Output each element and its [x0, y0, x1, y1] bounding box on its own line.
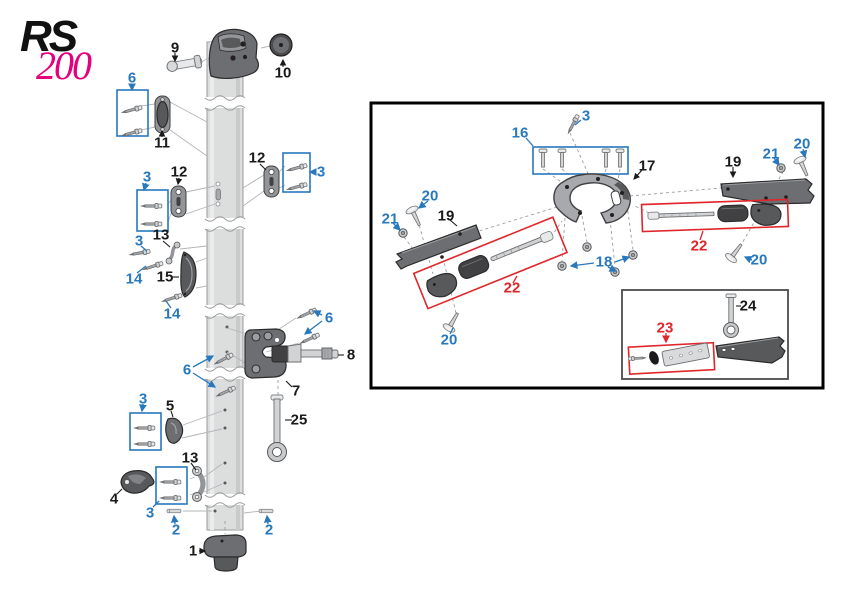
shroud-plate-detail-box: [621, 289, 789, 380]
masthead-sheave-cap: [269, 33, 293, 57]
callout-18: 18: [595, 253, 613, 271]
callout-10: 10: [274, 64, 292, 82]
shroud-eyelet-right: [263, 165, 280, 198]
nut-18-b: [582, 242, 592, 252]
shroud-eyelet-left: [170, 185, 187, 218]
spreader-plate-left: [395, 224, 482, 270]
callout-25: 25: [290, 411, 308, 429]
callout-8: 8: [346, 346, 356, 364]
screw-box-3-mid: [129, 412, 162, 451]
saddle-13: [192, 466, 206, 502]
screw-box-3-right: [282, 152, 311, 193]
masthead-pin: [166, 54, 203, 72]
callout-21-right: 21: [762, 145, 780, 163]
callout-12-left: 12: [170, 163, 188, 181]
callout-14-lower: 14: [163, 305, 181, 323]
callout-22-left: 22: [503, 279, 521, 297]
callout-3-upper-left: 3: [142, 168, 152, 186]
brand-logo-model: 200: [36, 43, 92, 88]
callout-4: 4: [109, 490, 119, 508]
cleat-15: [180, 251, 197, 298]
spreader-arm-right: [640, 198, 790, 233]
screw-6-right-b: [297, 331, 321, 347]
callout-23: 23: [656, 319, 674, 337]
shroud-plate: [715, 336, 786, 364]
eye-bolt-24: [723, 293, 739, 338]
callout-3-right: 3: [316, 163, 326, 181]
callout-6-top: 6: [127, 69, 137, 87]
brand-logo-rs: RS: [20, 12, 78, 61]
masthead-crane: [208, 28, 259, 79]
bolt-box-16: [532, 146, 629, 175]
nut-18-c: [628, 250, 638, 260]
spreader-bracket-17: [553, 173, 631, 224]
pad-assembly-23: [627, 341, 716, 375]
callout-3-mid-box: 3: [138, 390, 148, 408]
cleat-4: [120, 470, 155, 494]
nut-18-a: [557, 261, 567, 271]
callout-16: 16: [511, 124, 529, 142]
rigging-link-25: [267, 394, 287, 462]
callout-22-right: 22: [690, 237, 708, 255]
nut-21-right: [776, 163, 786, 173]
halyard-hook: [165, 241, 181, 265]
screw-box-3-bottom: [155, 466, 188, 505]
callout-2-left: 2: [171, 521, 181, 539]
spreader-plate-right: [720, 178, 815, 205]
callout-6-right: 6: [324, 309, 334, 327]
screw-box-3-upper-left: [136, 189, 169, 232]
screw-6-right-a: [294, 306, 318, 322]
callout-12-right: 12: [248, 149, 266, 167]
spreader-arm-left: [412, 216, 569, 310]
screw-box-6-top: [116, 89, 149, 139]
callout-17: 17: [638, 157, 656, 175]
callout-3-spreader: 3: [581, 107, 591, 125]
callout-21-left: 21: [381, 210, 399, 228]
callout-1: 1: [188, 542, 198, 560]
halyard-exit-plate: [154, 95, 171, 134]
callout-13-lower: 13: [181, 449, 199, 467]
gooseneck-pin: [271, 343, 339, 363]
callout-arrows: [116, 53, 808, 555]
mast-tube: [203, 41, 247, 531]
cleat-5: [165, 417, 184, 444]
callout-15: 15: [156, 268, 174, 286]
callout-20-top-right: 20: [793, 135, 811, 153]
callout-9: 9: [170, 39, 180, 57]
callout-24: 24: [739, 297, 757, 315]
screw-3-mid: [127, 248, 151, 258]
callout-14-upper: 14: [125, 270, 143, 288]
callout-20-left: 20: [421, 187, 439, 205]
rivet-2-right: [258, 508, 274, 514]
callout-5: 5: [165, 397, 175, 415]
callout-2-right: 2: [264, 521, 274, 539]
callout-20-right: 20: [750, 251, 768, 269]
rivet-2-left: [166, 508, 182, 514]
callout-20-bottom: 20: [440, 331, 458, 349]
mast-base-plug: [203, 534, 247, 572]
callout-13-upper: 13: [152, 226, 170, 244]
callout-7: 7: [291, 382, 301, 400]
screw-14-lower: [159, 292, 183, 305]
callout-3-bottom: 3: [145, 504, 155, 522]
callout-3-mid: 3: [134, 232, 144, 250]
callout-19-left: 19: [437, 207, 455, 225]
callout-6-left: 6: [182, 361, 192, 379]
callout-19-right: 19: [724, 153, 742, 171]
nut-21-left: [398, 228, 408, 238]
callout-11: 11: [154, 134, 170, 152]
